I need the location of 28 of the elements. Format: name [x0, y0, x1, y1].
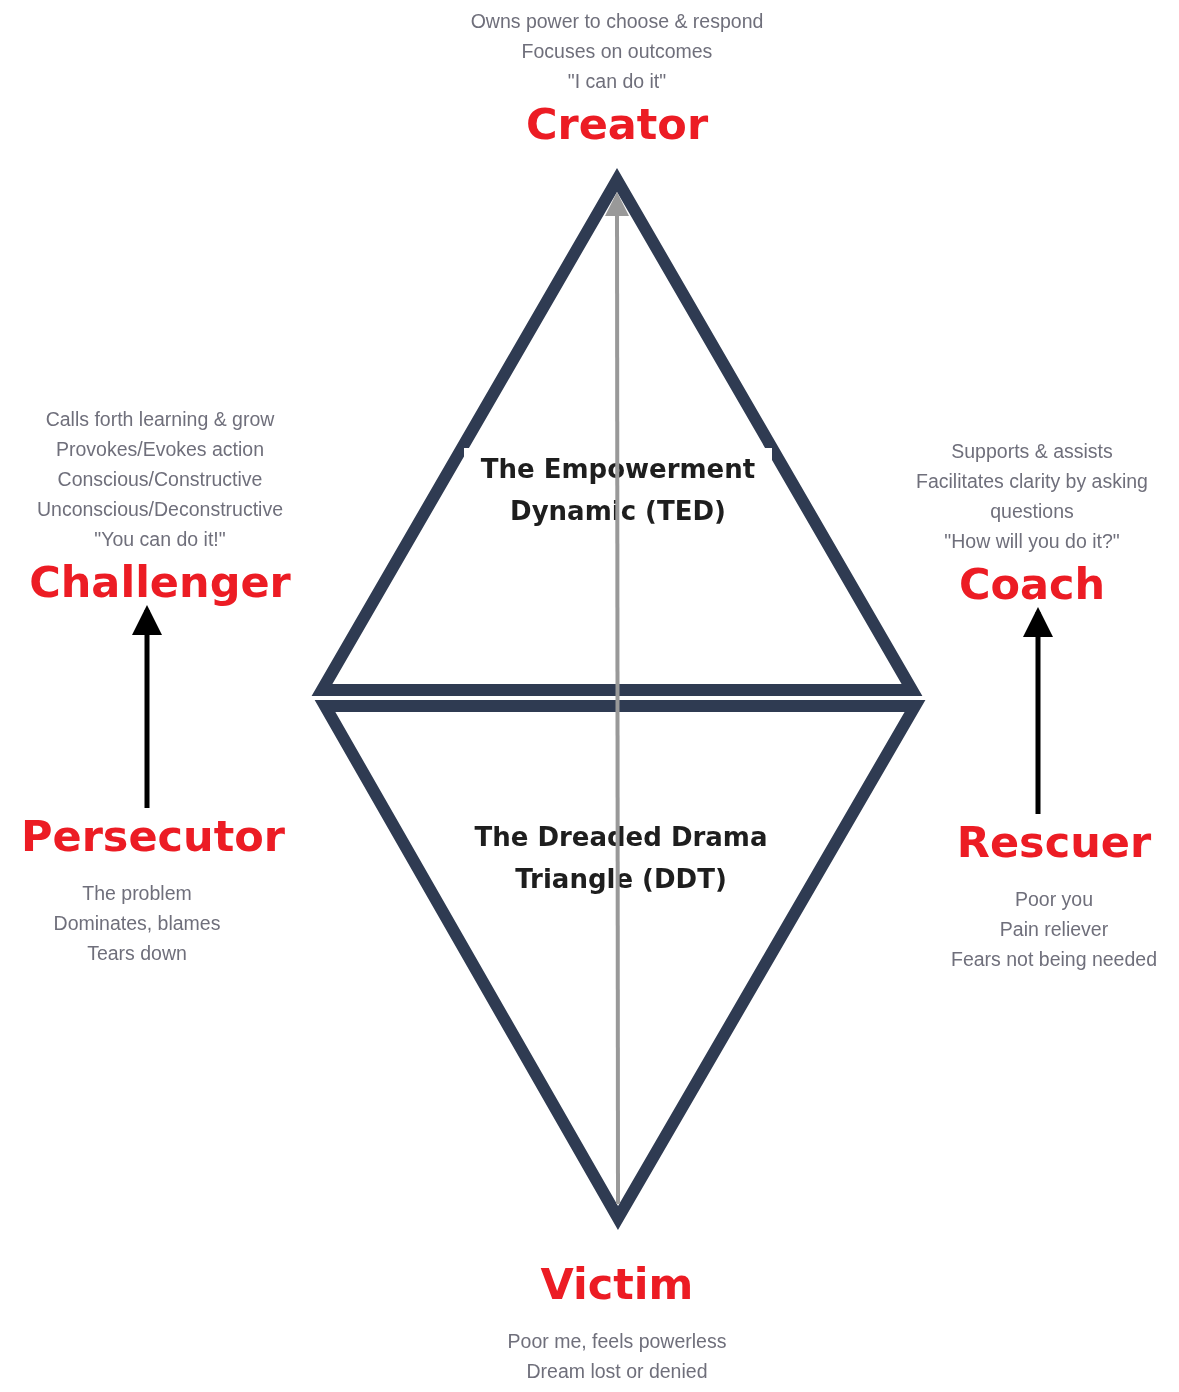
role-title: Coach — [958, 558, 1106, 611]
role-description: Focuses on outcomes — [521, 39, 713, 64]
role-description: Provokes/Evokes action — [55, 437, 265, 462]
role-title: Persecutor — [20, 810, 285, 863]
role-description: Tears down — [87, 941, 187, 966]
role-description: Owns power to choose & respond — [470, 9, 764, 34]
role-title: Victim — [540, 1258, 694, 1311]
role-description: Poor me, feels powerless — [507, 1329, 727, 1354]
role-title: Creator — [525, 98, 709, 151]
role-description: "You can do it!" — [94, 527, 226, 552]
role-description: The problem — [82, 881, 192, 906]
role-description: Supports & assists — [951, 439, 1113, 464]
role-description: Dream lost or denied — [526, 1359, 708, 1384]
role-description: Poor you — [1014, 887, 1094, 912]
role-description: "How will you do it?" — [944, 529, 1120, 554]
arrow — [1023, 607, 1053, 814]
arrow — [605, 192, 629, 1204]
role-description: Conscious/Constructive — [57, 467, 263, 492]
arrow — [132, 605, 162, 808]
role-description: Facilitates clarity by asking questions — [915, 469, 1149, 524]
role-description: Pain reliever — [999, 917, 1109, 942]
role-description: Unconscious/Deconstructive — [37, 497, 283, 522]
role-description: "I can do it" — [567, 69, 667, 94]
role-description: Calls forth learning & grow — [45, 407, 275, 432]
role-description: Fears not being needed — [951, 947, 1157, 972]
role-title: Rescuer — [956, 816, 1152, 869]
role-description: Dominates, blames — [53, 911, 221, 936]
role-title: Challenger — [29, 556, 291, 609]
